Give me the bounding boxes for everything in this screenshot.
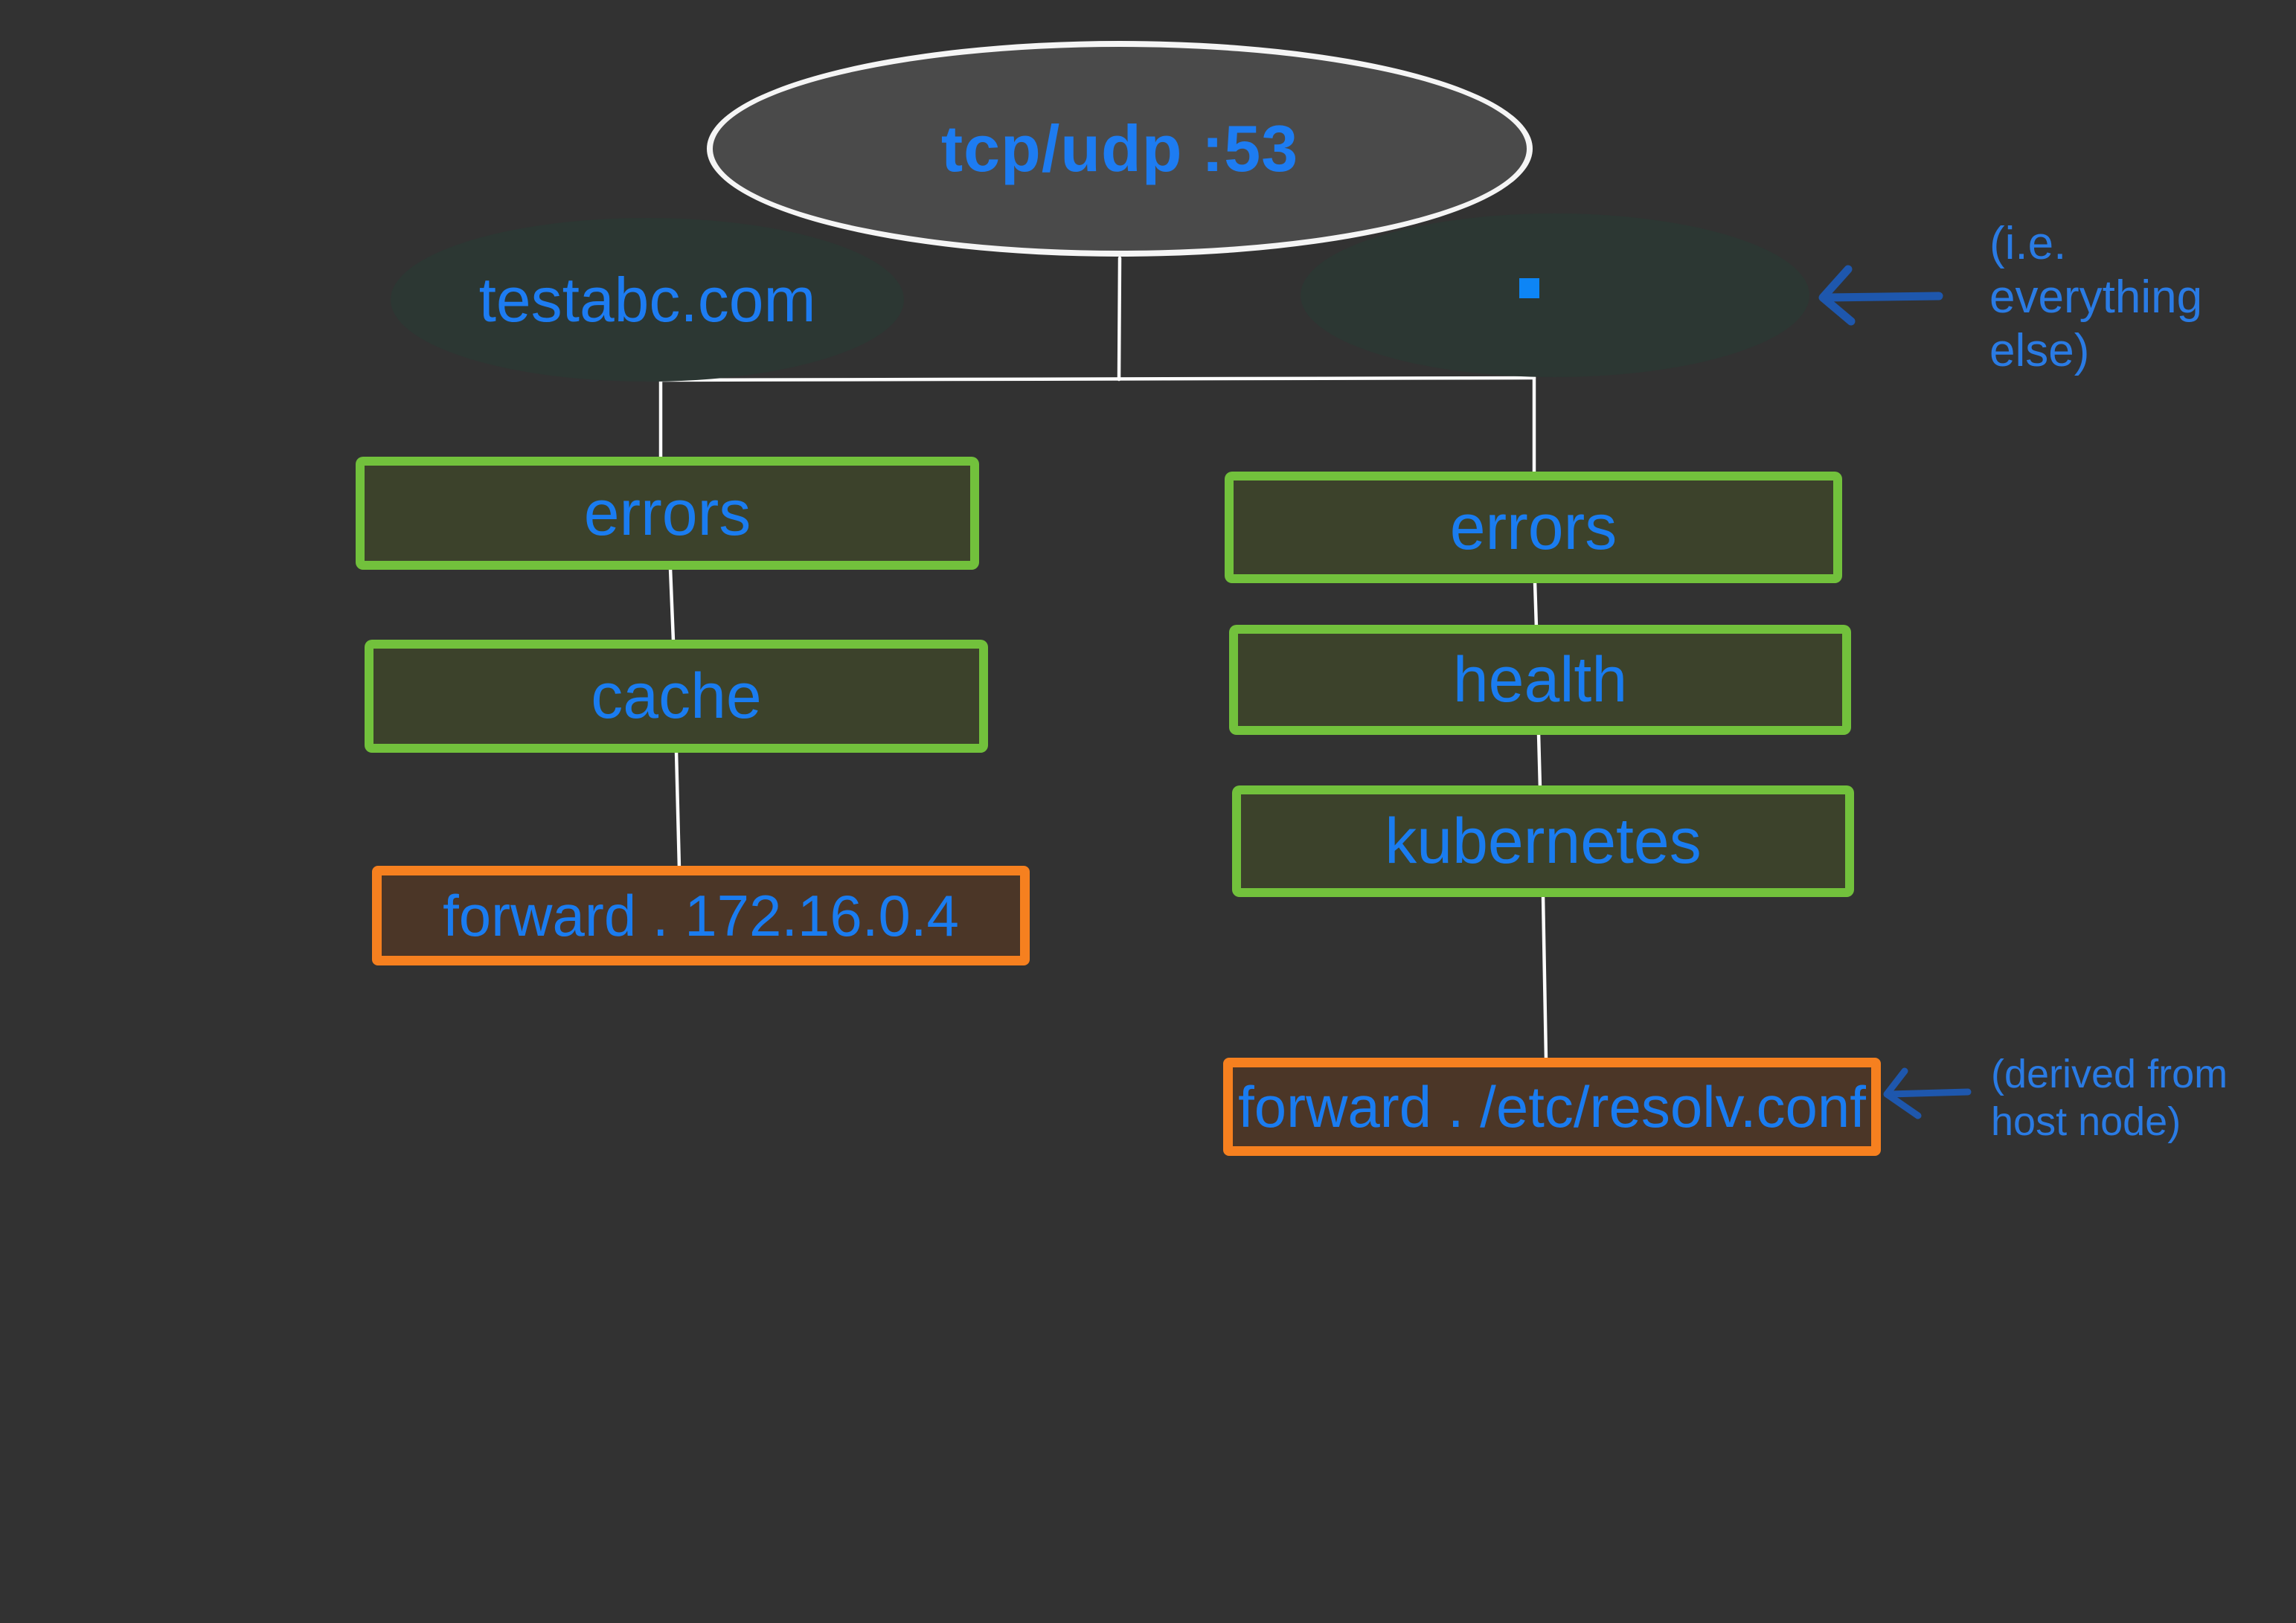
left-arrow-icon	[1886, 1088, 1972, 1098]
annotation-line: host node)	[1991, 1099, 2181, 1144]
plugin-label: kubernetes	[1385, 805, 1702, 877]
connector-l-errors-cache	[668, 566, 676, 643]
plugin-label: errors	[583, 477, 751, 549]
connector-r-health-kubernetes	[1536, 731, 1542, 791]
annotation-line: (derived from	[1991, 1052, 2228, 1096]
left-arrow-head-icon	[1883, 1067, 1922, 1119]
tree-connectors	[658, 256, 1548, 1061]
root-node-ellipse: tcp/udp :53	[707, 41, 1533, 257]
plugin-box-errors-left: errors	[356, 457, 979, 570]
connector-branch-horizontal	[658, 376, 1536, 382]
plugin-box-kubernetes: kubernetes	[1232, 785, 1854, 897]
forward-label: forward . 172.16.0.4	[443, 882, 959, 948]
connector-r-kubernetes-forward	[1541, 893, 1548, 1061]
forward-box-right: forward . /etc/resolv.conf	[1223, 1058, 1881, 1156]
plugin-box-cache: cache	[365, 640, 988, 753]
annotation-line: else)	[1989, 325, 2090, 376]
connector-l-cache-forward	[674, 749, 682, 871]
zone-node-testabc: testabc.com	[391, 218, 904, 382]
left-arrow-head-icon	[1818, 265, 1856, 326]
root-node-label: tcp/udp :53	[940, 112, 1299, 185]
forward-box-left: forward . 172.16.0.4	[372, 866, 1030, 965]
plugin-box-health: health	[1229, 625, 1851, 735]
zone-label: testabc.com	[478, 264, 816, 335]
annotation-line: everything	[1989, 271, 2203, 323]
plugin-label: health	[1452, 643, 1628, 716]
plugin-label: cache	[591, 660, 762, 732]
annotation-line: (i.e.	[1989, 218, 2067, 269]
plugin-box-errors-right: errors	[1225, 472, 1842, 583]
annotation-derived-from-host: (derived from host node)	[1991, 1050, 2228, 1145]
forward-label: forward . /etc/resolv.conf	[1238, 1073, 1866, 1140]
plugin-label: errors	[1449, 491, 1617, 563]
root-zone-square-icon	[1519, 278, 1539, 298]
connector-r-errors-health	[1533, 579, 1539, 630]
zone-node-default	[1301, 213, 1809, 377]
left-arrow-icon	[1823, 292, 1943, 302]
annotation-everything-else: (i.e. everything else)	[1989, 217, 2202, 378]
annotation-arrows	[1818, 265, 1972, 1119]
connector-root-stem	[1117, 256, 1122, 382]
